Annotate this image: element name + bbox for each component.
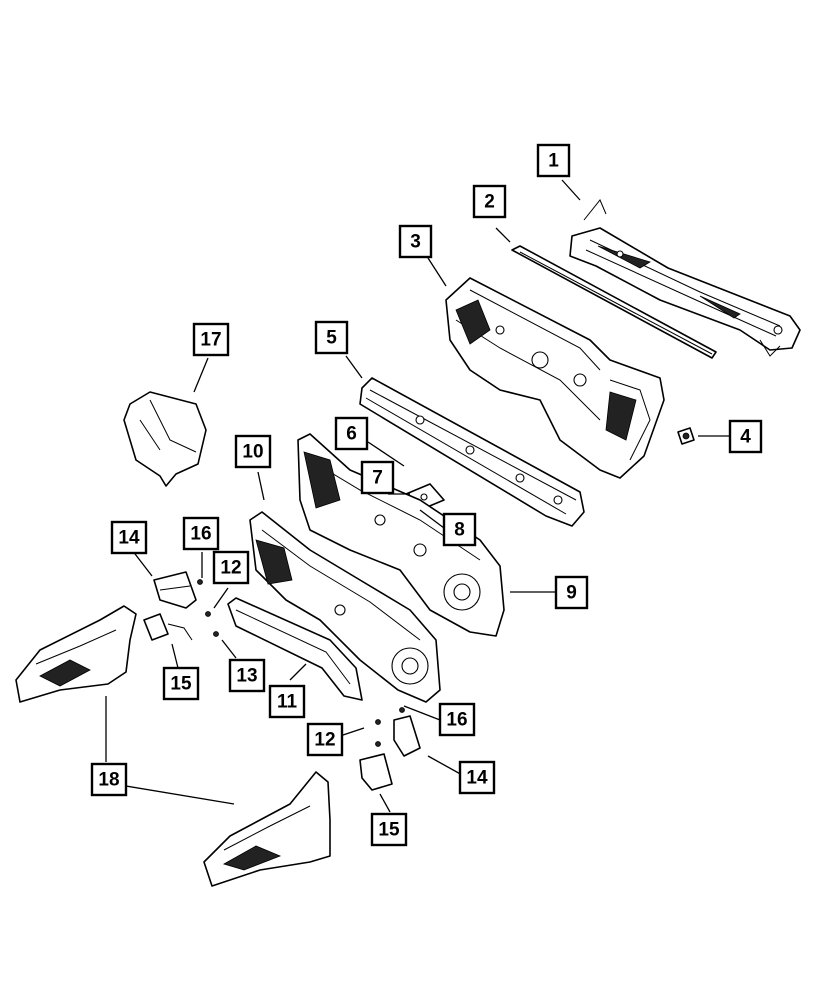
callout-label: 11 xyxy=(277,692,298,713)
part-support-bracket-left xyxy=(153,571,197,609)
callout-8: 8 xyxy=(442,512,477,547)
callout-14-right: 14 xyxy=(458,760,496,795)
part-lower-dash-panel xyxy=(249,511,441,703)
callout-label: 7 xyxy=(372,468,383,489)
callout-label: 17 xyxy=(200,330,221,351)
callout-label: 3 xyxy=(410,232,421,253)
callout-15-left: 15 xyxy=(162,666,200,701)
callout-10: 10 xyxy=(234,434,272,469)
callout-12-lower: 12 xyxy=(306,722,344,757)
callout-3: 3 xyxy=(398,224,433,259)
callout-7: 7 xyxy=(360,460,395,495)
callout-label: 2 xyxy=(484,192,495,213)
part-cowl-reinforcement xyxy=(359,377,585,527)
callout-16-upper: 16 xyxy=(182,516,220,551)
part-clip xyxy=(677,427,695,445)
callout-label: 16 xyxy=(190,524,211,545)
callout-1: 1 xyxy=(536,143,571,178)
part-hinge-bracket-left xyxy=(143,613,193,641)
callout-label: 15 xyxy=(378,820,400,841)
callout-label: 12 xyxy=(314,730,335,751)
callout-label: 6 xyxy=(346,424,357,445)
callout-11: 11 xyxy=(268,684,306,719)
callout-label: 14 xyxy=(466,768,488,789)
callout-13: 13 xyxy=(228,658,266,693)
part-hinge-bracket-right xyxy=(359,753,393,791)
callout-16-lower: 16 xyxy=(438,702,476,737)
callout-18: 18 xyxy=(90,762,128,797)
callout-6: 6 xyxy=(334,416,369,451)
callout-5: 5 xyxy=(314,320,349,355)
callout-2: 2 xyxy=(472,184,507,219)
callout-label: 9 xyxy=(566,583,577,604)
callout-label: 12 xyxy=(220,558,241,579)
callout-label: 16 xyxy=(446,710,467,731)
callout-14-left: 14 xyxy=(110,520,148,555)
callout-label: 15 xyxy=(170,674,192,695)
callout-15-right: 15 xyxy=(370,812,408,847)
part-cowl-grille xyxy=(569,199,801,357)
part-fender-apron-upper xyxy=(15,605,137,703)
part-cowl-top-panel xyxy=(445,277,665,479)
callout-label: 5 xyxy=(326,328,337,349)
callout-label: 18 xyxy=(98,770,119,791)
part-cross-member xyxy=(227,597,363,701)
callout-17: 17 xyxy=(192,322,230,357)
callout-label: 1 xyxy=(548,151,559,172)
part-fender-apron-lower xyxy=(203,771,331,887)
callout-9: 9 xyxy=(554,575,589,610)
callout-label: 10 xyxy=(242,442,263,463)
callout-label: 4 xyxy=(740,427,751,448)
part-washer-reservoir xyxy=(123,391,207,487)
callout-12-upper: 12 xyxy=(212,550,250,585)
part-support-bracket-right xyxy=(393,715,421,757)
part-seal-strip xyxy=(511,245,717,359)
callout-label: 14 xyxy=(118,528,140,549)
callout-label: 13 xyxy=(236,666,257,687)
part-fasteners xyxy=(197,579,405,747)
callout-4: 4 xyxy=(728,419,763,454)
callout-label: 8 xyxy=(454,520,465,541)
